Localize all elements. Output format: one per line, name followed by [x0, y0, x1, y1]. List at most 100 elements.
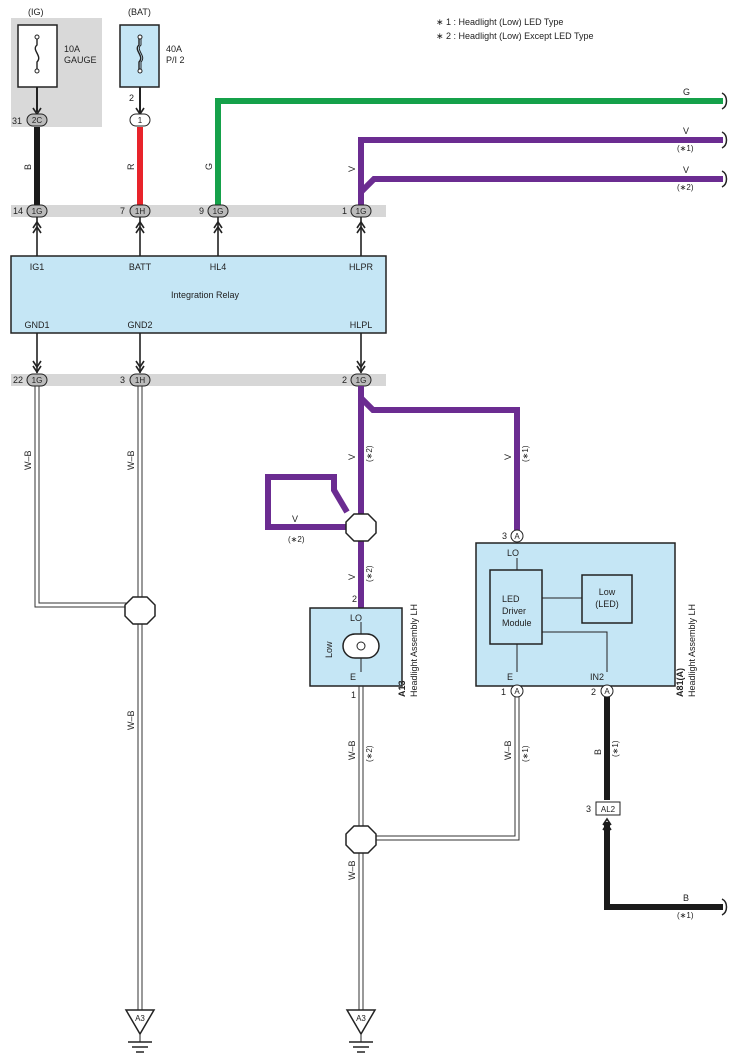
led-line-2: (LED)	[595, 599, 619, 609]
bat-pin: 2	[129, 93, 134, 103]
a13-name: Headlight Assembly LH	[409, 604, 419, 697]
wire-wb-gnd1	[34, 386, 132, 608]
ig-fuse-name: GAUGE	[64, 55, 97, 65]
module-line-2: Driver	[502, 606, 526, 616]
ig-source-label: (IG)	[28, 7, 44, 17]
top-connector-4: 1 1G	[342, 204, 372, 218]
ig-fuse-rating: 10A	[64, 44, 80, 54]
wire-wb-a13-lower-label: W–B	[347, 860, 357, 880]
top-connector-band	[11, 205, 386, 217]
svg-text:A: A	[514, 532, 520, 541]
a81-pin-lo: 3	[502, 531, 507, 541]
top-connector-3: 9 1G	[199, 204, 229, 218]
splice-point-purple	[345, 513, 377, 542]
relay-hlpl: HLPL	[350, 320, 373, 330]
svg-text:9: 9	[199, 206, 204, 216]
bottom-connector-2: 3 1H	[120, 373, 151, 387]
relay-gnd2: GND2	[127, 320, 152, 330]
relay-hl4: HL4	[210, 262, 227, 272]
svg-text:A3: A3	[356, 1014, 366, 1023]
wire-r-bat-label: R	[126, 163, 136, 170]
svg-text:1G: 1G	[356, 207, 367, 216]
wire-v-hlpl-label: V	[347, 454, 357, 460]
wire-v-led-note: (∗1)	[521, 445, 530, 462]
ig-pin: 31	[12, 116, 22, 126]
led-driver-module	[489, 569, 543, 645]
a81-name: Headlight Assembly LH	[687, 604, 697, 697]
right-v2-label: V	[683, 165, 689, 175]
connector-al2	[595, 801, 621, 816]
bat-fuse-rating: 40A	[166, 44, 182, 54]
wire-v-a13-label: V	[347, 574, 357, 580]
bat-fuse-icon	[119, 24, 160, 88]
a13-e-label: E	[350, 672, 356, 682]
integration-relay	[10, 255, 387, 334]
wire-wb-a13-note: (∗2)	[365, 745, 374, 762]
relay-ig1: IG1	[30, 262, 45, 272]
al2-pin: 3	[586, 804, 591, 814]
wire-b-lower	[604, 822, 723, 910]
right-v2-note: (∗2)	[677, 183, 694, 192]
svg-text:1: 1	[342, 206, 347, 216]
wire-v-a13-note: (∗2)	[365, 565, 374, 582]
a13-low-label: Low	[324, 641, 334, 658]
relay-gnd1: GND1	[24, 320, 49, 330]
svg-text:1G: 1G	[213, 207, 224, 216]
relay-batt: BATT	[129, 262, 152, 272]
wire-v-loop	[265, 474, 350, 530]
wire-b-in2-note: (∗1)	[611, 740, 620, 757]
svg-text:7: 7	[120, 206, 125, 216]
svg-text:A3: A3	[135, 1014, 145, 1023]
svg-text:14: 14	[13, 206, 23, 216]
right-v1-note: (∗1)	[677, 144, 694, 153]
a13-pin-e: 1	[351, 690, 356, 700]
led-line-1: Low	[599, 587, 616, 597]
right-v1-label: V	[683, 126, 689, 136]
svg-text:1G: 1G	[356, 376, 367, 385]
bottom-connector-1: 22 1G	[13, 373, 48, 387]
ig-conn: 2C	[32, 116, 42, 125]
a81-connector-lo	[510, 529, 524, 543]
svg-text:A: A	[514, 687, 520, 696]
a81-connector-e	[510, 684, 524, 698]
splice-point-lower	[345, 825, 377, 854]
right-g-label: G	[683, 87, 690, 97]
ig-fuse-icon	[17, 24, 58, 88]
bat-conn: 1	[138, 116, 143, 125]
wire-v-hlpr-1	[358, 137, 723, 205]
relay-title: Integration Relay	[171, 290, 240, 300]
svg-text:1H: 1H	[135, 376, 145, 385]
loop-note: (∗2)	[288, 535, 305, 544]
bat-source-label: (BAT)	[128, 7, 151, 17]
wire-b-ig-label: B	[23, 164, 33, 170]
wire-wb-gnd2-label: W–B	[126, 450, 136, 470]
a81-pin-e: 1	[501, 687, 506, 697]
connector-2c	[26, 113, 48, 127]
top-connector-1: 14 1G	[13, 204, 48, 218]
svg-text:1H: 1H	[135, 207, 145, 216]
wire-b-in2-label: B	[593, 749, 603, 755]
top-connector-2: 7 1H	[120, 204, 151, 218]
svg-text:1G: 1G	[32, 207, 43, 216]
a13-lo-label: LO	[350, 613, 362, 623]
a81-in2-label: IN2	[590, 672, 604, 682]
bottom-connector-band	[11, 374, 386, 386]
note-2: ∗ 2 : Headlight (Low) Except LED Type	[436, 31, 593, 41]
svg-text:3: 3	[120, 375, 125, 385]
right-b-note: (∗1)	[677, 911, 694, 920]
svg-text:2: 2	[342, 375, 347, 385]
module-line-3: Module	[502, 618, 532, 628]
wire-wb-gnd1-label: W–B	[23, 450, 33, 470]
bulb-icon	[342, 633, 380, 659]
wire-v-hlpl-led	[358, 395, 520, 530]
a81-pin-in2: 2	[591, 687, 596, 697]
wire-v-hlpr-label: V	[347, 166, 357, 172]
a81-e-label: E	[507, 672, 513, 682]
low-led-block	[581, 574, 633, 624]
bat-fuse-name: P/I 2	[166, 55, 185, 65]
wire-v-led-label: V	[503, 454, 513, 460]
wire-g-hl4	[215, 98, 723, 205]
loop-label: V	[292, 514, 298, 524]
svg-text:A: A	[604, 687, 610, 696]
